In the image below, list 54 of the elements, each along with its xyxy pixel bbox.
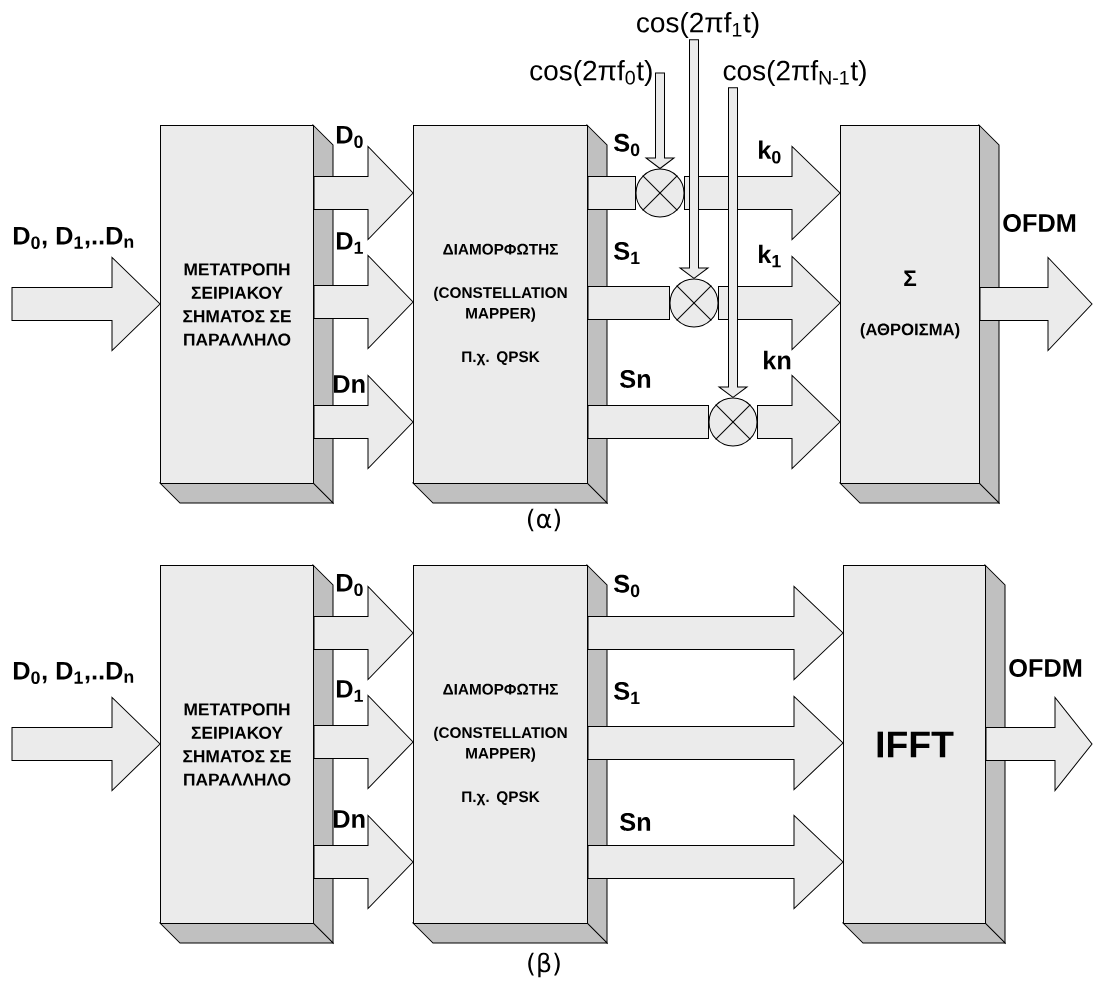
signal-label: cos(2πf$_{0}$t) (530, 59, 652, 87)
block-arrow (313, 695, 414, 789)
process-box: ΜΕΤΑΤΡΟΠΗ ΣΕΙΡΙΑΚΟΥ ΣΗΜΑΤΟΣ ΣΕ ΠΑΡΑΛΛΗΛΟ (159, 564, 334, 944)
edge-label: D$_{1}$ (336, 680, 363, 702)
signal-label: cos(2πf$_{N-1}$t) (723, 59, 866, 87)
arrow (679, 39, 709, 279)
block-arrow (985, 697, 1093, 791)
edge-label: Dn (333, 810, 365, 828)
edge-label: S$_{1}$ (614, 682, 640, 704)
arrow (645, 72, 675, 169)
block-arrow (718, 256, 841, 350)
block-arrow (313, 255, 414, 349)
multiplier-symbol (635, 168, 685, 218)
block-arrow (979, 257, 1093, 351)
edge-label: Dn (333, 375, 365, 393)
edge-label: OFDM (1003, 214, 1076, 232)
block-arrow (587, 815, 844, 909)
panel-label: (α) (527, 508, 561, 532)
block-arrow (11, 257, 161, 351)
edge-label: S$_{0}$ (614, 574, 640, 598)
multiplier-symbol (669, 278, 719, 328)
block-arrow (313, 146, 414, 240)
block-arrow (587, 586, 844, 680)
process-box: ΔΙΑΜΟΡΦΩΤΗΣ (CONSTELLATION MAPPER) Π.χ. QPSK (412, 564, 608, 944)
edge-label: k$_{1}$ (759, 244, 781, 268)
block-arrow (313, 815, 414, 909)
process-box: Σ (ΑΘΡΟΙΣΜΑ) (839, 124, 1000, 504)
edge-label: D$_{1}$ (336, 232, 363, 254)
signal-band (587, 176, 636, 210)
process-box: ΔΙΑΜΟΡΦΩΤΗΣ (CONSTELLATION MAPPER) Π.χ. QPSK (412, 124, 608, 504)
arrow (718, 87, 748, 398)
panel-label: (β) (528, 952, 560, 978)
edge-label: S$_{1}$ (614, 242, 640, 264)
edge-label: D$_{0}$, D$_{1}$,..D$_{n}$ (13, 662, 134, 684)
edge-label: k$_{0}$ (759, 140, 781, 164)
edge-label: Sn (620, 813, 651, 831)
block-arrow (757, 375, 841, 469)
process-box: IFFT (842, 564, 1006, 944)
block-arrow (11, 697, 161, 791)
edge-label: S$_{0}$ (614, 133, 640, 157)
edge-label: D$_{0}$ (336, 574, 363, 596)
process-box: ΜΕΤΑΤΡΟΠΗ ΣΕΙΡΙΑΚΟΥ ΣΗΜΑΤΟΣ ΣΕ ΠΑΡΑΛΛΗΛΟ (159, 124, 334, 504)
block-arrow (587, 696, 844, 790)
edge-label: kn (764, 350, 791, 370)
block-arrow (313, 586, 414, 680)
edge-label: D$_{0}$ (336, 126, 363, 148)
edge-label: D$_{0}$, D$_{1}$,..D$_{n}$ (13, 227, 134, 249)
signal-band (587, 286, 670, 320)
block-arrow (313, 375, 414, 469)
multiplier-symbol (708, 397, 758, 447)
signal-label: cos(2πf$_{1}$t) (637, 11, 759, 39)
edge-label: OFDM (1009, 659, 1082, 677)
signal-band (587, 405, 709, 439)
edge-label: Sn (620, 370, 651, 388)
